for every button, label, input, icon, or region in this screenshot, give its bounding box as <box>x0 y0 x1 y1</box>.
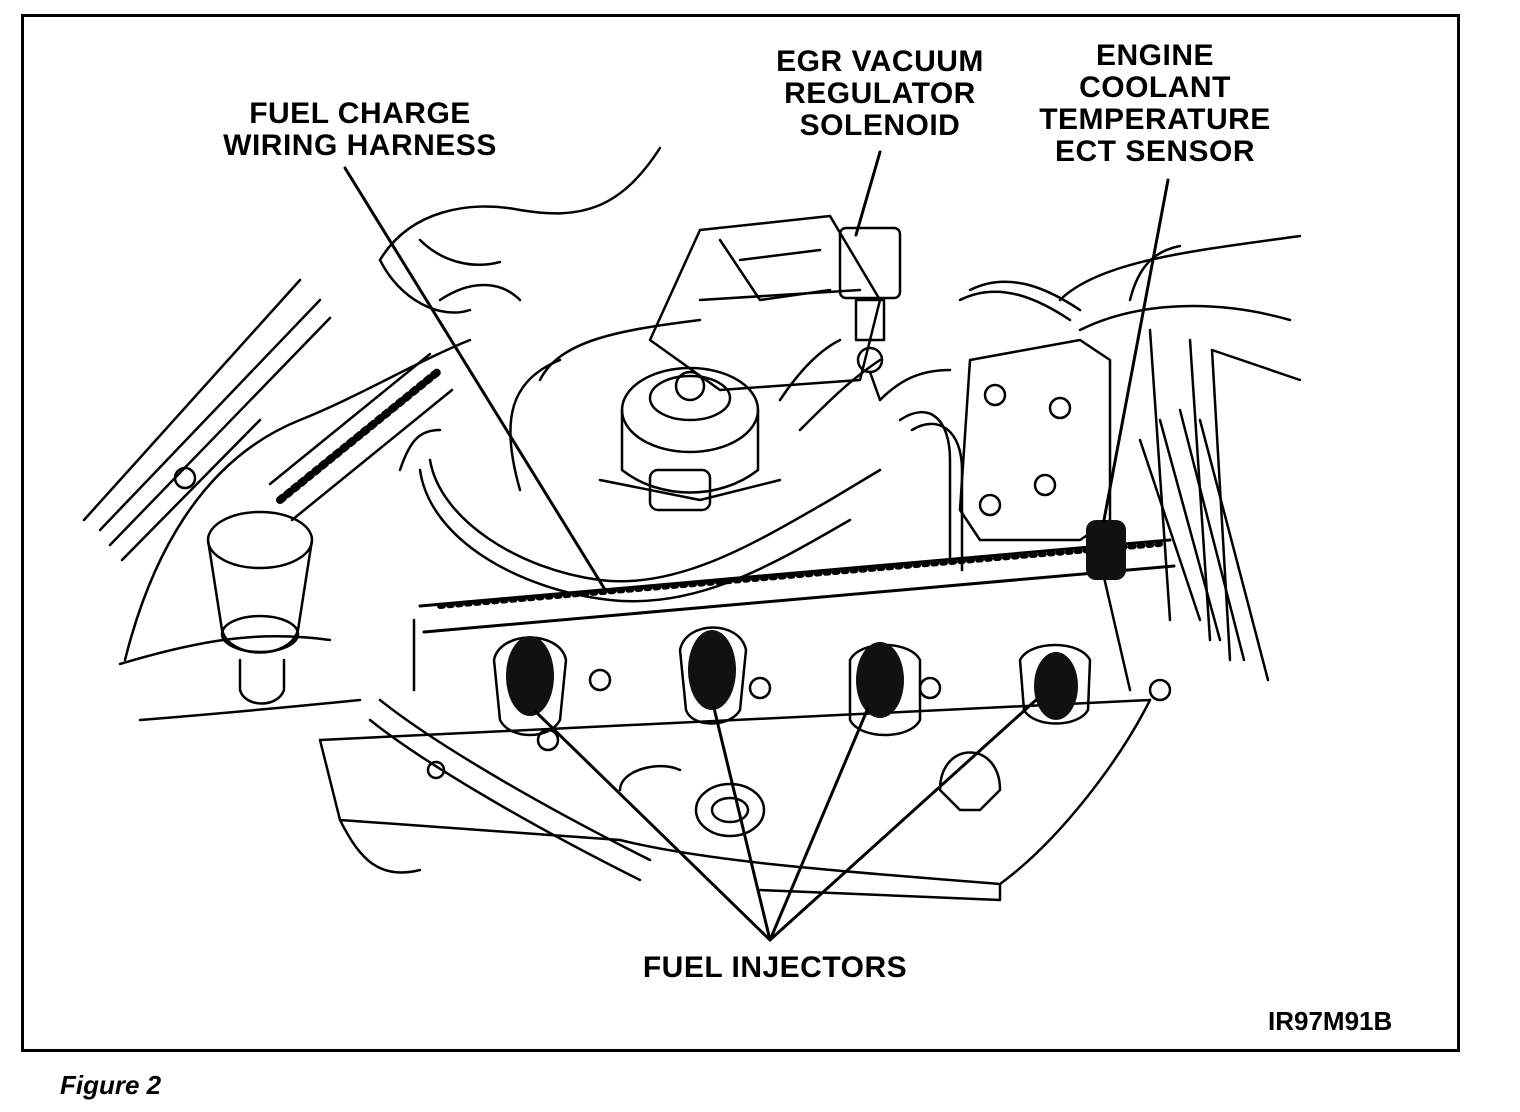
figure-caption: Figure 2 <box>60 1070 162 1100</box>
figure-id: IR97M91B <box>1268 1006 1393 1036</box>
fuel-injectors-label: FUEL INJECTORS <box>642 951 908 984</box>
leader-fuel-charge-harness <box>343 166 606 590</box>
label-line: COOLANT <box>1079 71 1231 104</box>
egr-vacuum-regulator-solenoid-label: EGR VACUUM REGULATOR SOLENOID <box>760 46 1000 142</box>
label-line: FUEL CHARGE <box>249 97 471 130</box>
label-line: REGULATOR <box>784 77 976 110</box>
leader-egr-solenoid <box>854 150 882 237</box>
leader-injector-2 <box>712 706 772 942</box>
label-line: SOLENOID <box>799 109 961 142</box>
label-line: ECT SENSOR <box>1054 135 1256 168</box>
label-line: ENGINE <box>1095 39 1215 72</box>
leader-ect-sensor <box>1102 178 1170 522</box>
label-line: EGR VACUUM <box>776 45 984 78</box>
label-line: TEMPERATURE <box>1039 103 1271 136</box>
leader-injector-3 <box>768 706 870 942</box>
label-line: WIRING HARNESS <box>223 129 497 162</box>
leader-injector-1 <box>534 710 772 942</box>
leader-injector-4 <box>768 698 1038 942</box>
engine-coolant-temperature-sensor-label: ENGINE COOLANT TEMPERATURE ECT SENSOR <box>1010 40 1300 168</box>
fuel-charge-wiring-harness-label: FUEL CHARGE WIRING HARNESS <box>200 98 520 162</box>
figure-frame <box>21 14 1460 1052</box>
